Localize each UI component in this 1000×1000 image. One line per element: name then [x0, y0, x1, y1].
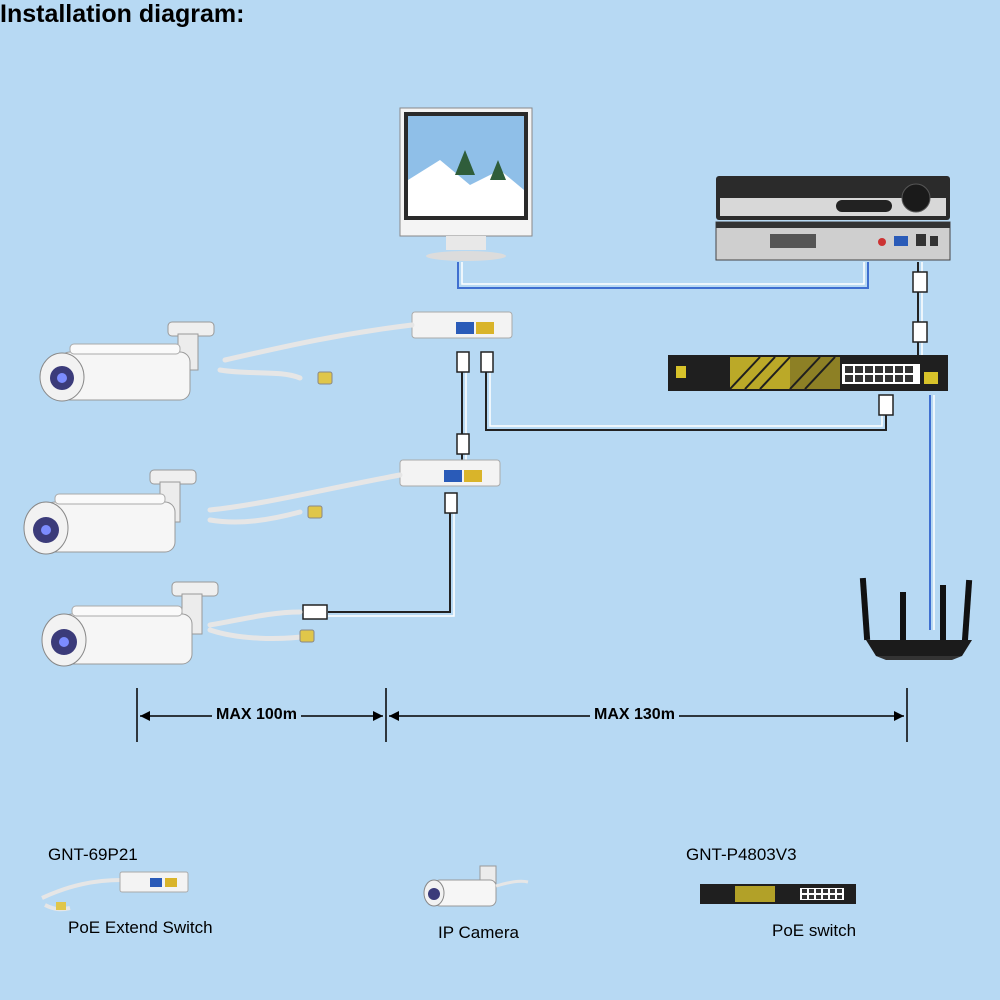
diagram-title: Installation diagram: — [0, 0, 245, 28]
router-icon — [859, 577, 973, 660]
legend-camera-icon — [423, 865, 529, 907]
distance-label-left: MAX 100m — [212, 706, 301, 724]
legend-switch-model: GNT-P4803V3 — [686, 845, 797, 864]
extender2-camera3-cable — [328, 505, 451, 613]
ip-camera-3-icon — [41, 581, 219, 667]
ip-camera-1-icon — [39, 321, 215, 402]
legend-camera-name: IP Camera — [438, 923, 519, 942]
poe-switch-icon — [668, 355, 948, 391]
poe-extender-2-icon — [399, 459, 501, 487]
nvr-icon — [715, 176, 951, 261]
monitor-icon — [399, 107, 533, 261]
poe-extender-1-icon — [411, 311, 513, 339]
distance-label-right: MAX 130m — [590, 706, 679, 724]
rj45-plug — [302, 271, 928, 620]
legend-extender-name: PoE Extend Switch — [68, 918, 213, 937]
legend-poe-switch-icon — [700, 884, 856, 904]
extender1-switch-cable — [485, 360, 887, 431]
legend-extender-model: GNT-69P21 — [48, 845, 138, 864]
ip-camera-2-icon — [23, 469, 197, 555]
legend-switch-name: PoE switch — [772, 921, 857, 940]
legend-extender-icon — [41, 871, 189, 912]
monitor-nvr-cable — [457, 262, 869, 289]
